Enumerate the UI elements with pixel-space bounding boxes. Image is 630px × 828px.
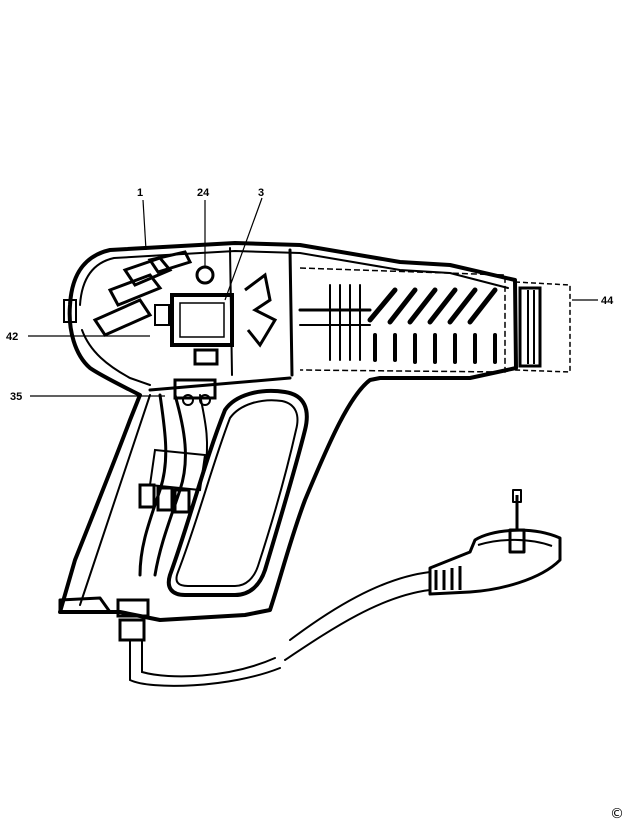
internal-wiring <box>138 378 217 577</box>
rear-grille <box>63 250 193 337</box>
power-cord <box>116 571 431 687</box>
motor-fan-assembly <box>170 265 278 366</box>
copyright-symbol: © <box>610 806 624 822</box>
callout-44: 44 <box>601 295 614 307</box>
housing-outline <box>58 241 518 622</box>
heating-element <box>298 284 498 364</box>
callout-42: 42 <box>6 331 18 343</box>
callout-3: 3 <box>258 187 264 199</box>
callout-1: 1 <box>137 187 143 199</box>
plug <box>428 489 562 596</box>
callout-35: 35 <box>10 391 22 403</box>
leader-lines <box>28 197 598 397</box>
callout-labels: 1 24 3 42 35 44 <box>6 187 614 403</box>
callout-24: 24 <box>197 187 210 199</box>
nozzle-tube <box>299 267 571 373</box>
